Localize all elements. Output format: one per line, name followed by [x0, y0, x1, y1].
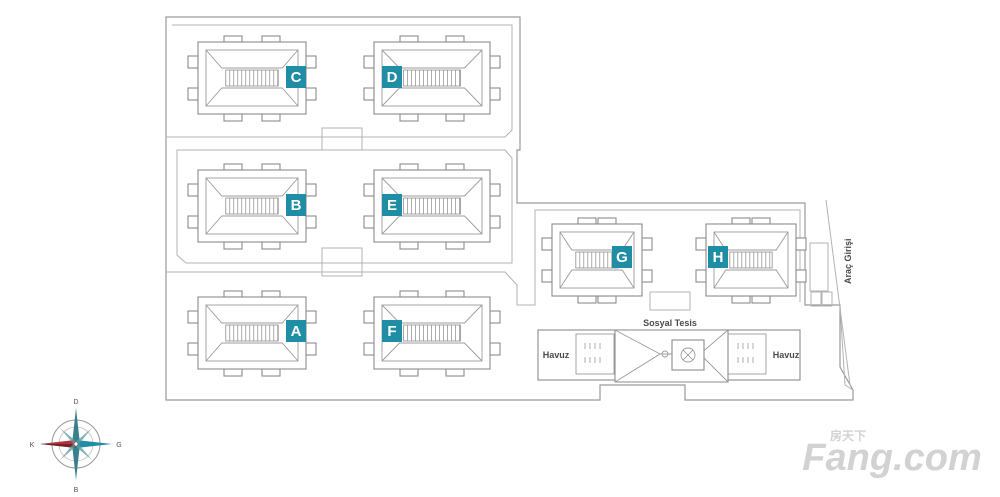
- building-f-badge: [382, 320, 402, 342]
- compass-rose: D B G K: [30, 399, 122, 494]
- building-b-label: B: [291, 197, 302, 214]
- building-c-badge: [286, 66, 306, 88]
- road-edge: [839, 304, 854, 391]
- building-f: F: [363, 290, 501, 377]
- building-a-label: A: [291, 323, 302, 340]
- pool-label-right: Havuz: [773, 350, 800, 360]
- building-e-label: E: [387, 197, 397, 214]
- inner-path-middle: [176, 149, 513, 264]
- building-d-label: D: [387, 69, 398, 86]
- building-c: C: [187, 35, 317, 122]
- building-a: A: [187, 290, 317, 377]
- road-line: [825, 199, 851, 386]
- connector-middle: [321, 247, 363, 277]
- building-h: H: [695, 217, 807, 304]
- entry-box-1: [810, 291, 822, 307]
- compass-north: D: [73, 399, 78, 406]
- pool-label-left: Havuz: [543, 350, 570, 360]
- building-a-badge: [286, 320, 306, 342]
- building-b: B: [187, 163, 317, 250]
- connector-lower: [649, 291, 691, 311]
- inner-path-lower: [166, 209, 801, 306]
- building-d-badge: [382, 66, 402, 88]
- social-facility: [537, 329, 801, 383]
- side-box: [809, 242, 829, 292]
- building-blocks: C D B E A F G H: [187, 35, 807, 377]
- site-boundary: [165, 16, 854, 401]
- building-h-label: H: [713, 249, 724, 266]
- watermark-brand: Fang.com: [802, 437, 981, 479]
- building-e: E: [363, 163, 501, 250]
- building-g-badge: [612, 246, 632, 268]
- building-e-badge: [382, 194, 402, 216]
- building-d: D: [363, 35, 501, 122]
- building-f-label: F: [387, 323, 396, 340]
- inner-path-top: [166, 24, 513, 138]
- compass-east: G: [116, 442, 121, 449]
- compass-south: B: [74, 487, 79, 494]
- watermark-cn: 房天下: [830, 428, 866, 443]
- social-facility-label: Sosyal Tesis: [643, 318, 697, 328]
- building-c-label: C: [291, 69, 302, 86]
- entry-box-2: [821, 291, 833, 307]
- building-g: G: [541, 217, 653, 304]
- connector-top: [321, 127, 363, 151]
- building-g-label: G: [616, 249, 628, 266]
- compass-west: K: [30, 442, 35, 449]
- building-h-badge: [708, 246, 728, 268]
- building-b-badge: [286, 194, 306, 216]
- vehicle-entrance-label: Araç Girişi: [843, 238, 853, 284]
